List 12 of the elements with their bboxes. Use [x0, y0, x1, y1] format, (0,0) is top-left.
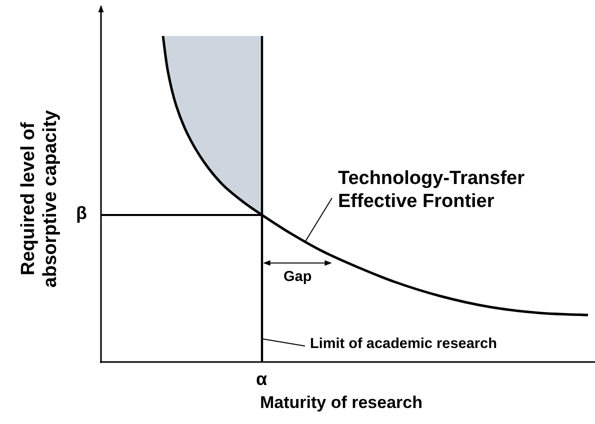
leader-line [304, 198, 332, 242]
axis-value-label: α [256, 369, 268, 391]
frontier-curve [162, 36, 588, 316]
limit-line [260, 36, 264, 362]
axis-value-label: β [76, 203, 87, 225]
axis-title: Required level of absorptive capacity [18, 109, 62, 290]
axis-title: Maturity of research [260, 393, 422, 414]
edge-label: Gap [284, 269, 312, 286]
leader-line [262, 338, 306, 346]
callout-text: Limit of academic research [310, 336, 497, 354]
callout-text: Technology-Transfer Effective Frontier [338, 168, 558, 214]
dimension-arrow [263, 260, 332, 266]
